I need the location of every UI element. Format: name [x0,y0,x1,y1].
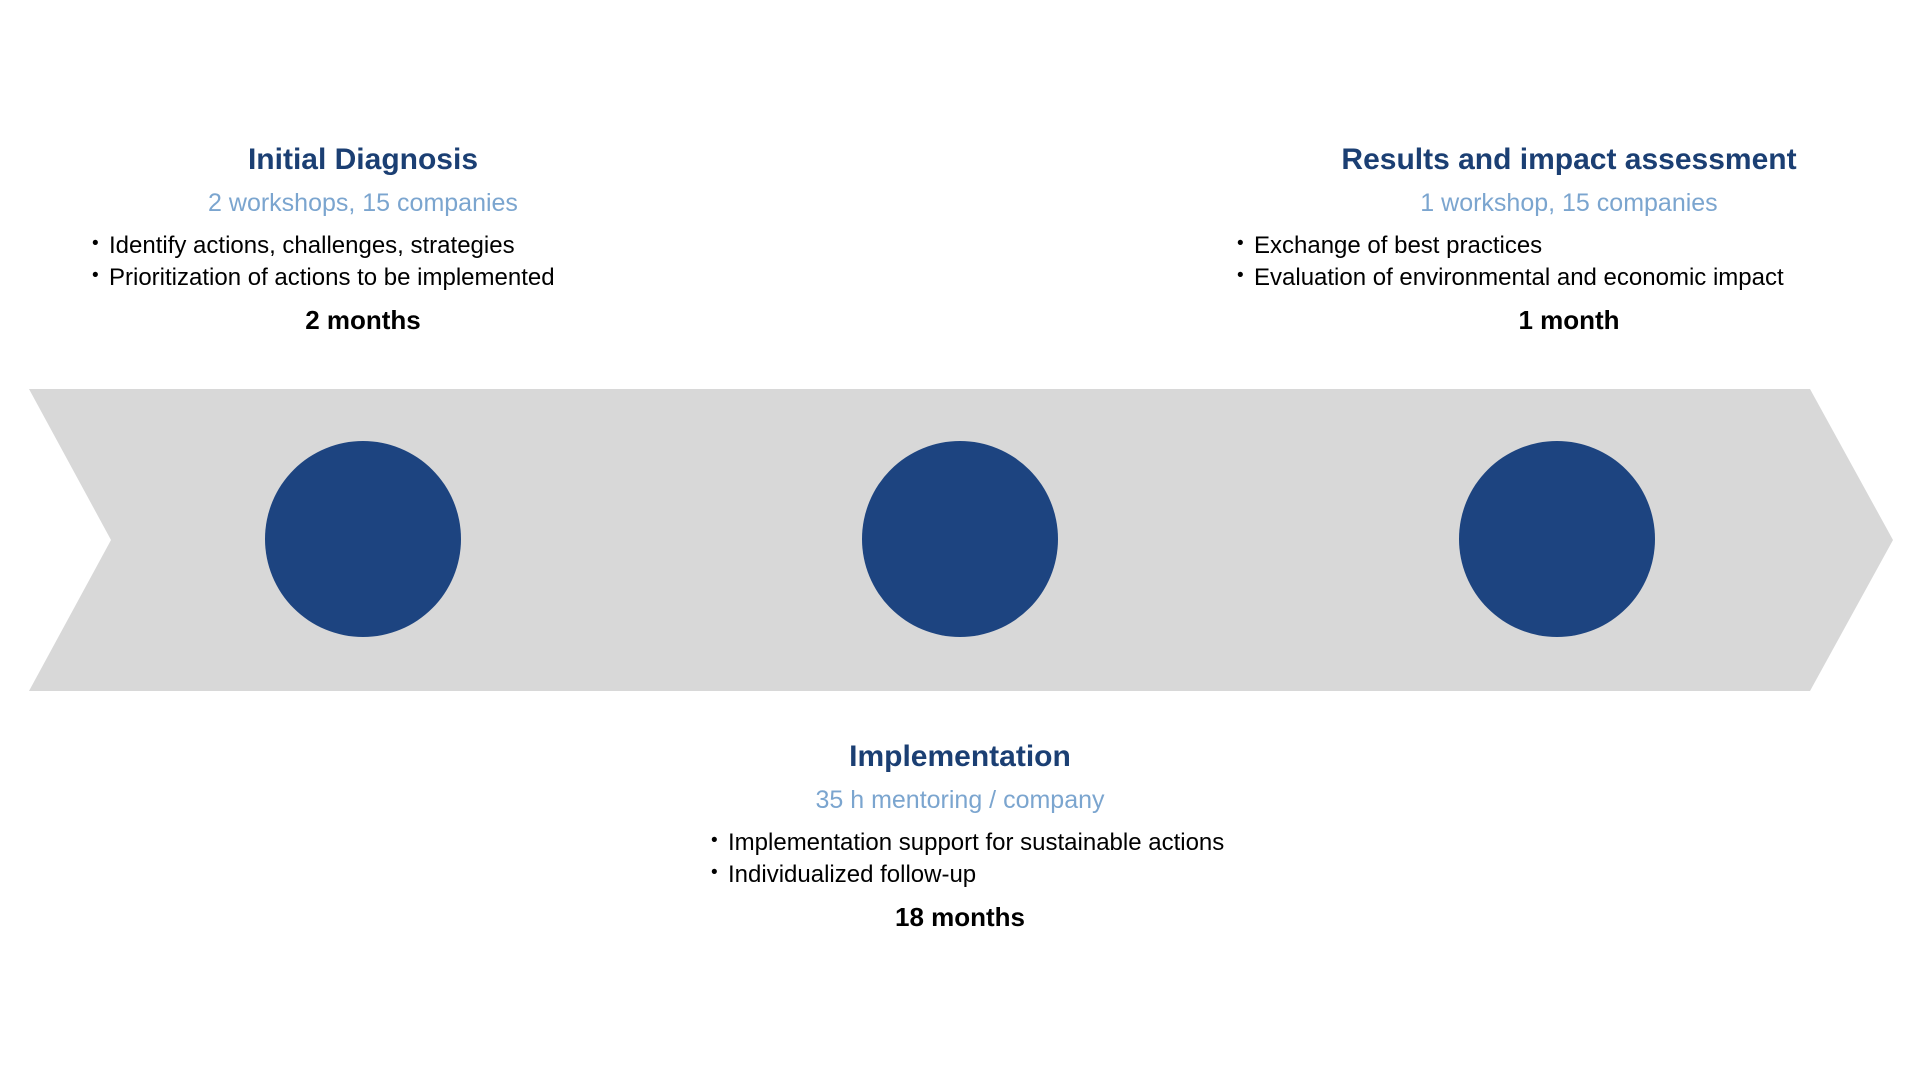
phase-bullet-item: Evaluation of environmental and economic… [1237,261,1905,294]
phase-bullet-item: Individualized follow-up [711,858,1275,891]
phase-block-implementation: Implementation 35 h mentoring / company … [645,740,1275,933]
milestone-circle-2 [862,441,1058,637]
phase-subtitle: 1 workshop, 15 companies [1420,188,1718,217]
phase-bullet-list: Identify actions, challenges, strategies… [63,229,663,294]
phase-subtitle: 2 workshops, 15 companies [208,188,518,217]
milestone-circle-3 [1459,441,1655,637]
phase-bullet-item: Exchange of best practices [1237,229,1905,262]
phase-title: Results and impact assessment [1341,143,1797,176]
phase-block-results-and-impact-assessment: Results and impact assessment 1 workshop… [1233,143,1905,336]
phase-duration: 1 month [1518,305,1620,336]
phase-bullet-list: Exchange of best practices Evaluation of… [1233,229,1905,294]
phase-bullet-item: Identify actions, challenges, strategies [92,229,663,262]
phase-bullet-list: Implementation support for sustainable a… [645,826,1275,891]
phase-subtitle: 35 h mentoring / company [815,785,1105,814]
phase-duration: 18 months [894,902,1026,933]
phase-duration: 2 months [305,305,421,336]
phase-bullet-item: Implementation support for sustainable a… [711,826,1275,859]
phase-block-initial-diagnosis: Initial Diagnosis 2 workshops, 15 compan… [63,143,663,336]
milestone-circle-1 [265,441,461,637]
phase-title: Initial Diagnosis [247,143,479,176]
phase-title: Implementation [849,740,1071,773]
phase-bullet-item: Prioritization of actions to be implemen… [92,261,663,294]
